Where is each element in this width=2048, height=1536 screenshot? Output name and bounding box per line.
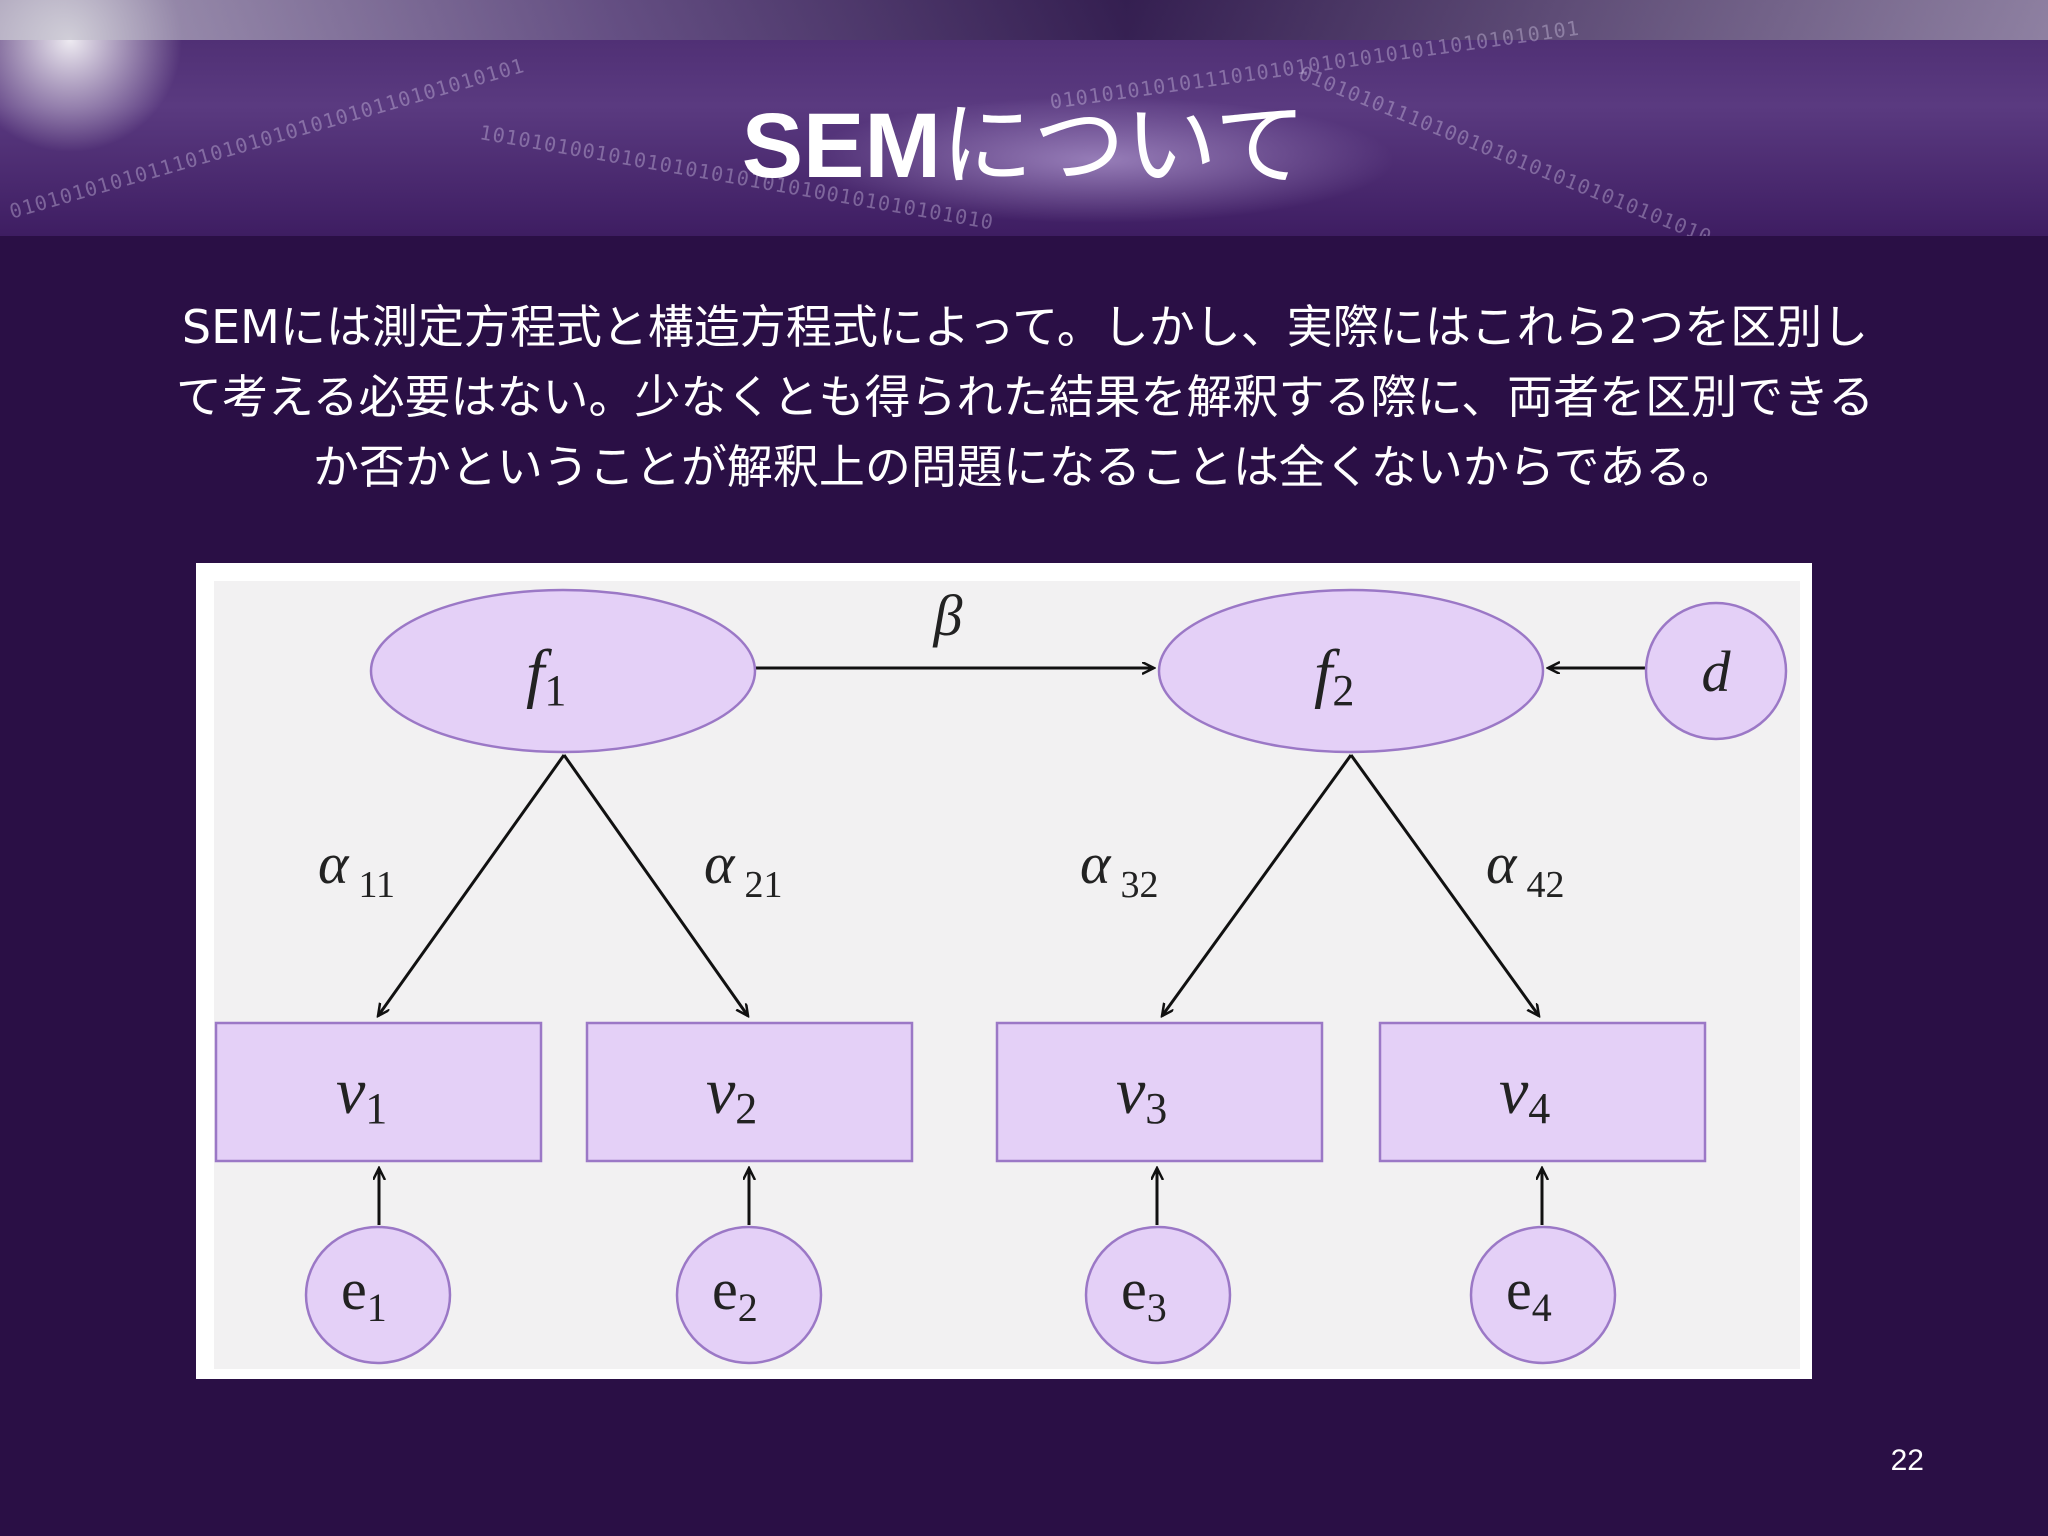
disturbance-d-label: d (1702, 639, 1732, 704)
observed-v2-box (585, 1021, 914, 1163)
loading-arrow-a11 (378, 754, 566, 1016)
title-suffix: について (941, 92, 1307, 199)
slide-title: SEMについて (0, 92, 2048, 200)
observed-v1-box (214, 1021, 543, 1163)
error-e3-label: e3 (1121, 1257, 1167, 1330)
slide-paragraph: SEMには測定方程式と構造方程式によって。しかし、実際にはこれら2つを区別し て… (40, 292, 2010, 502)
loading-arrow-a21 (562, 754, 748, 1016)
title-prefix: SEM (741, 95, 942, 197)
error-e4-node (1469, 1225, 1617, 1365)
disturbance-d-node (1644, 601, 1788, 741)
factor-f1-node (369, 588, 757, 754)
error-e1-node (304, 1225, 452, 1365)
slide-header: 0101010101011101010101010101011010101010… (0, 0, 2048, 236)
error-e2-label: e2 (712, 1257, 758, 1330)
observed-v4-label: v4 (1499, 1055, 1550, 1133)
header-decor-strip (0, 0, 2048, 40)
loading-arrow-a42 (1349, 754, 1539, 1016)
observed-v4-box (1378, 1021, 1707, 1163)
observed-v3-label: v3 (1116, 1055, 1167, 1133)
page-number: 22 (1890, 1444, 1924, 1477)
error-e1-label: e1 (341, 1257, 387, 1330)
paragraph-line: SEMには測定方程式と構造方程式によって。しかし、実際にはこれら2つを区別し (181, 300, 1869, 354)
error-e2-node (675, 1225, 823, 1365)
beta-label: β (933, 583, 963, 648)
observed-v3-box (995, 1021, 1324, 1163)
paragraph-line: か否かということが解釈上の問題になることは全くないからである。 (312, 440, 1738, 494)
error-e4-label: e4 (1506, 1257, 1552, 1330)
observed-v2-label: v2 (706, 1055, 757, 1133)
loading-arrow-a32 (1162, 754, 1353, 1016)
factor-f2-node (1157, 588, 1545, 754)
error-e3-node (1084, 1225, 1232, 1365)
observed-v1-label: v1 (336, 1055, 387, 1133)
paragraph-line: て考える必要はない。少なくとも得られた結果を解釈する際に、両者を区別できる (175, 370, 1875, 424)
